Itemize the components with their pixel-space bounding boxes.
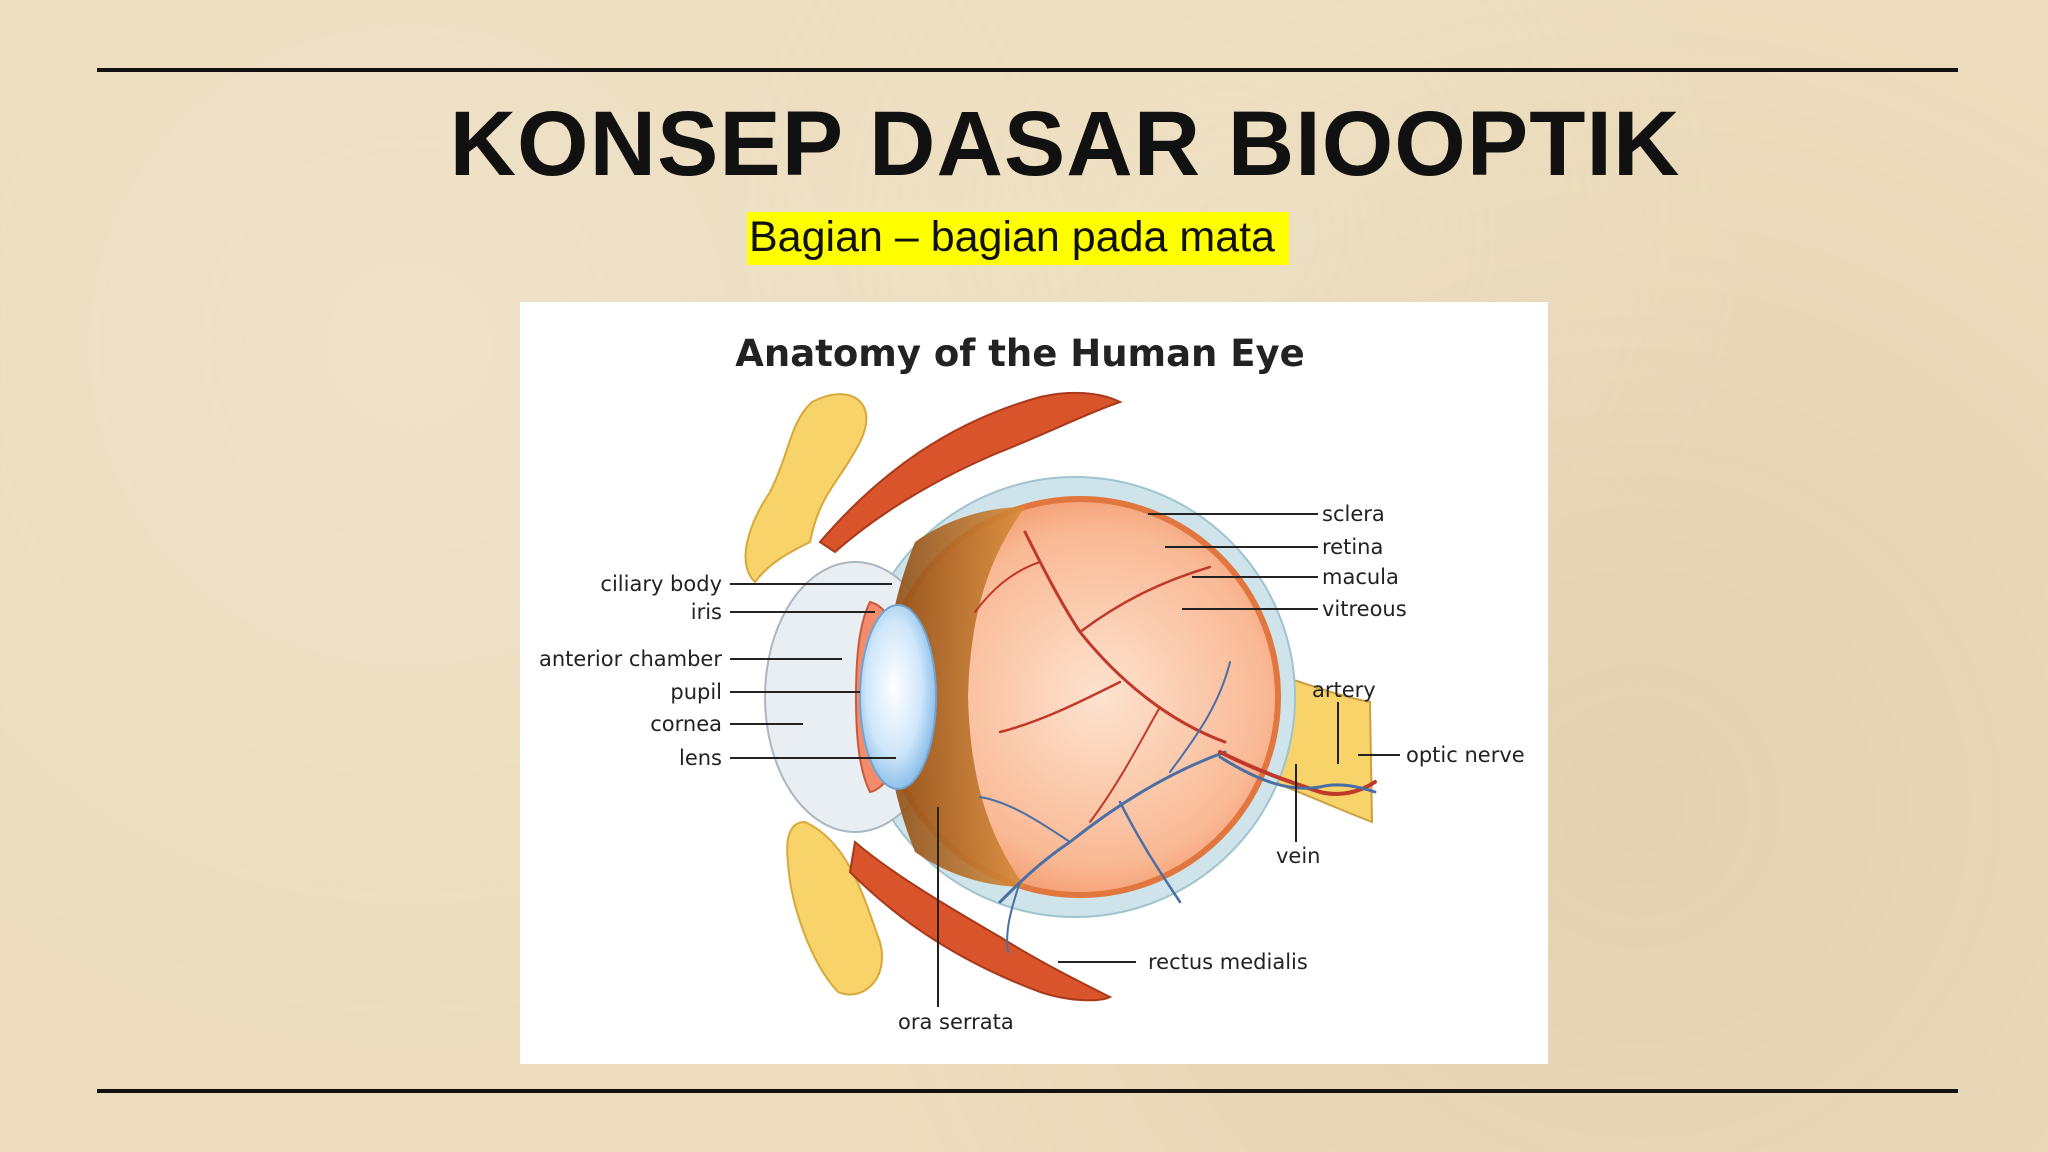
label-macula: macula <box>1322 565 1399 589</box>
bottom-rule <box>97 1089 1958 1093</box>
label-sclera: sclera <box>1322 502 1385 526</box>
figure-title: Anatomy of the Human Eye <box>735 332 1305 375</box>
label-vein: vein <box>1276 844 1321 868</box>
label-anterior-chamber: anterior chamber <box>538 647 722 671</box>
label-artery: artery <box>1312 678 1376 702</box>
lower-muscle <box>848 840 1113 1002</box>
eye-anatomy-figure: Anatomy of the Human Eye ciliary body ir… <box>520 302 1548 1064</box>
lower-bone <box>786 820 883 996</box>
page-title: KONSEP DASAR BIOOPTIK <box>449 93 1681 195</box>
top-rule <box>97 68 1958 72</box>
label-rectus-medialis: rectus medialis <box>1148 950 1308 974</box>
eye-anatomy-illustration <box>730 391 1400 1007</box>
page-subtitle: Bagian – bagian pada mata <box>747 212 1289 265</box>
label-ciliary-body: ciliary body <box>600 572 722 596</box>
label-vitreous: vitreous <box>1322 597 1407 621</box>
label-pupil: pupil <box>670 680 722 704</box>
label-cornea: cornea <box>650 712 722 736</box>
label-retina: retina <box>1322 535 1384 559</box>
upper-muscle <box>818 391 1123 554</box>
blood-vessels <box>974 530 1377 953</box>
upper-bone <box>744 393 868 584</box>
label-ora-serrata: ora serrata <box>898 1010 1014 1034</box>
ciliary-body-shape <box>885 507 1025 887</box>
label-lens: lens <box>678 746 722 770</box>
label-iris: iris <box>690 600 722 624</box>
leader-lines <box>730 513 1400 1007</box>
lens-shape <box>859 604 937 790</box>
label-optic-nerve: optic nerve <box>1406 743 1525 767</box>
